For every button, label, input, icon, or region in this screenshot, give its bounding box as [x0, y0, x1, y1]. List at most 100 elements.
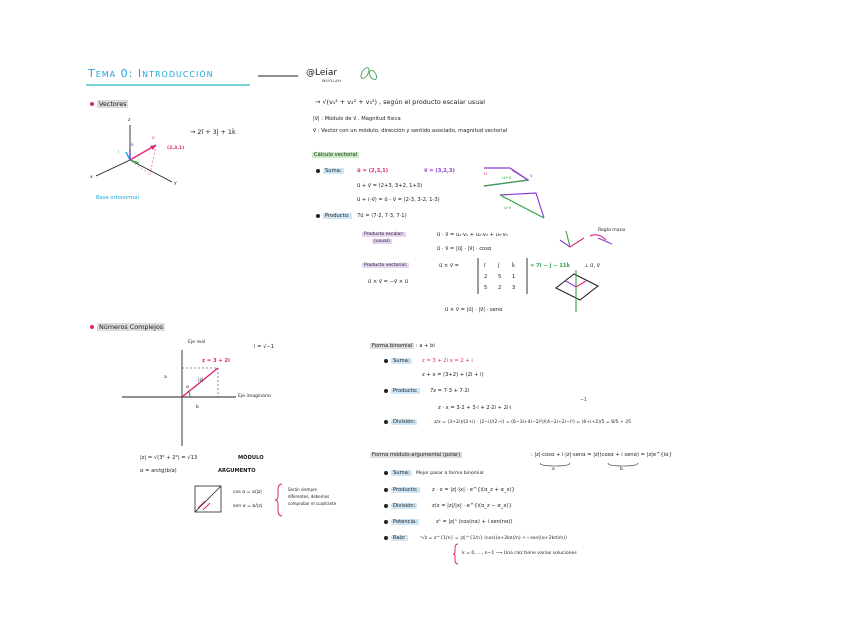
escalar-label-text: Producto escalar:: [362, 232, 406, 237]
polar-raiz-k: k = 0, ..., n−1 ⟶ Una raíz tiene varias …: [462, 551, 577, 556]
polar-producto-label: Producto:: [391, 487, 420, 493]
page-title: Tema 0: Introducción: [88, 67, 214, 80]
escalar-sub: (usual): [372, 239, 392, 244]
suma-label: Suma:: [323, 168, 344, 174]
suma-row: Suma:: [316, 168, 344, 174]
matrix-cell: 3: [512, 285, 516, 291]
tri-v-label: v: [530, 174, 533, 179]
regla-label: Regla mano: [598, 228, 626, 233]
vector-axes: [95, 125, 173, 183]
binomial-heading: Forma binomial : a + bi: [370, 343, 435, 349]
vectorial-eq: u⃗ × v⃗ =: [439, 263, 459, 269]
vectorial-mod: u⃗ × v⃗ = |u⃗| · |v⃗| · senα: [445, 307, 503, 313]
polar-potencia-res: zⁿ = |z|ⁿ (cos(nα) + i sen(nα)): [436, 519, 513, 525]
binomial-form: : a + bi: [415, 343, 435, 349]
modulo-line2: v⃗ : Vector con un módulo, dirección y s…: [313, 128, 508, 134]
polar-producto-res: z · x = |z|·|x| · e^{i(α_z + α_x)}: [432, 487, 515, 493]
polar-potencia-label: Potencia:: [391, 519, 419, 525]
unit-j-label: j: [138, 160, 140, 165]
binomial-suma-res: z + x = (3+2) + (2i + i): [422, 372, 484, 378]
matrix-cell: 5: [498, 274, 502, 280]
vectorial-result: = 7î − ĵ − 11k̂: [530, 263, 570, 269]
axis-z-label: z: [128, 118, 131, 123]
bullet-icon: [316, 213, 320, 218]
complejos-note: Serán siempre diferentes, debemos compro…: [288, 486, 336, 507]
polar-raiz-row: Raíz:: [384, 535, 408, 541]
note-line: comprobar el cuadrante: [288, 501, 337, 506]
modulo-word: MÓDULO: [238, 455, 264, 461]
note-line: diferentes, debemos: [288, 494, 330, 499]
complex-b-label: b: [196, 405, 199, 410]
arg-eq: α = arctg(b/a): [140, 468, 177, 474]
matrix-cell: î: [484, 263, 486, 269]
vector-v-arrowhead: [150, 145, 156, 150]
vectorial-perp: ⊥ u⃗, v⃗: [584, 263, 600, 269]
suma-line2: u⃗ + (-v⃗) = u⃗ - v⃗ = (2-3, 3-2, 1-3): [357, 197, 440, 203]
arg-word: ARGUMENTO: [218, 468, 256, 474]
bullet-icon: [384, 519, 388, 524]
binomial-suma-row: Suma:: [384, 358, 412, 364]
vector-label: v: [152, 136, 155, 141]
polar-suma-row: Suma:: [384, 470, 412, 476]
vectorial-label-text: Producto vectorial:: [362, 263, 410, 268]
polar-producto-row: Producto:: [384, 487, 420, 493]
complex-plane: [122, 350, 236, 446]
vector-point: (2,3,1): [167, 146, 185, 151]
binomial-heading-text: Forma binomial: [370, 343, 415, 349]
matrix-cell: 2: [484, 274, 488, 280]
polar-suma-res: Mejor pasar a forma binomial: [416, 471, 484, 476]
producto-label: Producto:: [323, 213, 352, 219]
polar-brace-a: [539, 462, 571, 467]
brand-sub: WUOLAH: [322, 79, 342, 83]
brand-logo: @Leiar: [306, 68, 338, 78]
bullet-icon: [384, 503, 388, 508]
complex-alpha-arc: [187, 390, 191, 398]
polar-division-label: División:: [391, 503, 418, 509]
tri-uv-label: u+v: [502, 176, 512, 181]
calculo-heading: Cálculo vectorial: [312, 152, 360, 158]
eje-imag-label: Eje imaginario: [238, 394, 271, 399]
eje-real-label: Eje real: [188, 340, 206, 345]
axis-x-label: x: [90, 175, 93, 180]
suma-u: u⃗ = (2,3,1): [357, 168, 389, 174]
suma-v: v⃗ = (3,2,3): [424, 168, 455, 174]
unit-k-label: k: [131, 143, 134, 148]
escalar-label: Producto escalar:: [362, 232, 406, 237]
calculo-heading-text: Cálculo vectorial: [312, 152, 360, 158]
complex-z-vector: [181, 367, 219, 398]
note-brace: [274, 483, 283, 517]
binomial-suma-def: z = 3 + 2i x = 2 + i: [422, 358, 473, 364]
binomial-producto-label: Producto:: [391, 388, 420, 394]
polar-division-res: z/x = |z|/|x| · e^{i(α_z − α_x)}: [432, 503, 512, 509]
bullet-icon: [384, 388, 388, 393]
tri-umv-label: u-v: [504, 206, 512, 211]
binomial-division-label: División:: [391, 419, 418, 425]
complex-modz-label: |z|: [198, 378, 204, 383]
polar-heading-text: Forma módulo-argumental (polar): [370, 452, 463, 458]
binomial-division-row: División:: [384, 419, 418, 425]
polar-heading: Forma módulo-argumental (polar): [370, 452, 463, 458]
unit-i-label: i: [118, 150, 120, 155]
tri-u-label: u: [484, 172, 487, 177]
modulo-line1: |v⃗| : Módulo de v⃗ . Magnitud física: [313, 116, 401, 122]
producto-line1: 7u⃗ = (7·2, 7·3, 7·1): [357, 213, 407, 219]
escalar-line2: u⃗ · v⃗ = |u⃗| · |v⃗| · cosα: [437, 246, 492, 252]
matrix-cell: 1: [512, 274, 516, 280]
binomial-suma-label: Suma:: [391, 358, 412, 364]
z-definition: z = 3 + 2i: [202, 358, 230, 364]
modulo-eq: |z| = √(3² + 2²) = √13: [140, 455, 198, 461]
leaf-icon: [360, 67, 378, 81]
matrix-cell: 5: [484, 285, 488, 291]
bullet-icon: [384, 535, 388, 540]
vectorial-label: Producto vectorial:: [362, 263, 410, 268]
matrix-row: 2 5 1: [484, 272, 526, 283]
bullet-icon: [316, 168, 320, 173]
vectores-heading: Vectores: [90, 100, 129, 108]
vectores-heading-text: Vectores: [97, 100, 129, 108]
cross-product-diagram: [554, 230, 613, 312]
modulo-formula: → √(v₁² + v₂² + v₃²) , según el producto…: [315, 98, 485, 106]
vector-sum-diagram: [483, 167, 545, 219]
